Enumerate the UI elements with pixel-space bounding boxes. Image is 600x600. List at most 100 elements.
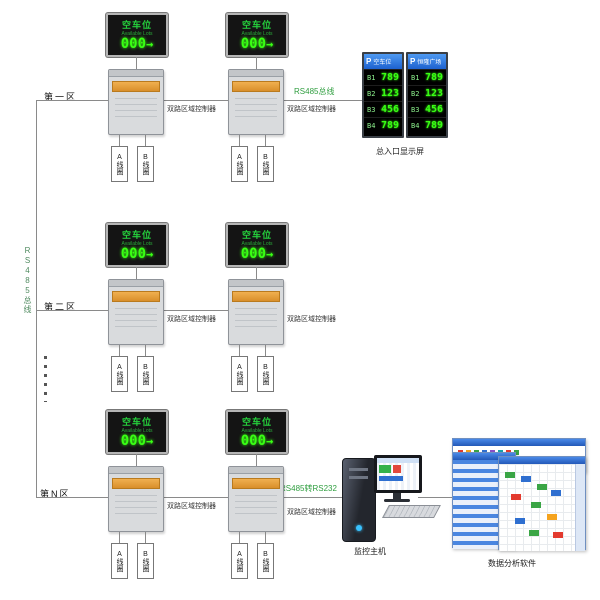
controller-band: [232, 291, 280, 302]
coil-a: A线圈: [111, 543, 128, 579]
coil-label: A线圈: [236, 363, 243, 385]
controller-cap: [109, 280, 163, 287]
sign-subtitle: Available Lots: [241, 241, 273, 247]
connector-line: [36, 310, 108, 311]
zone-controller: [108, 466, 164, 532]
connector-line: [265, 135, 266, 146]
level-label: B4: [411, 121, 420, 130]
sign-title: 空车位: [121, 417, 152, 427]
coil-b: B线圈: [257, 356, 274, 392]
led-sign: 空车位 Available Lots 000→: [106, 13, 168, 57]
coil-label: A线圈: [116, 550, 123, 572]
count-value: 123: [380, 88, 399, 99]
controller-band: [112, 478, 160, 489]
coil-label: B线圈: [142, 153, 149, 175]
count-value: 000: [240, 433, 267, 449]
coil-a: A线圈: [231, 543, 248, 579]
controller-cap: [229, 70, 283, 77]
controller-cap: [109, 70, 163, 77]
sign-subtitle: Available Lots: [241, 428, 273, 434]
rs485-bus-line: [36, 100, 37, 497]
rs485-bus-label: RS485总线: [23, 246, 32, 314]
arrow-icon: →: [146, 37, 154, 51]
sign-title: 空车位: [241, 20, 272, 30]
connector-line: [239, 532, 240, 543]
level-label: B4: [367, 121, 376, 130]
connector-line: [265, 532, 266, 543]
window-titlebar: [453, 439, 585, 446]
controller-vents: [235, 98, 277, 118]
rs485-rs232-label: RS485转RS232: [280, 484, 337, 493]
count-value: 789: [424, 72, 443, 83]
sign-count: 000→: [108, 37, 166, 52]
controller-cap: [109, 467, 163, 474]
coil-b: B线圈: [257, 543, 274, 579]
coil-a: A线圈: [231, 146, 248, 182]
connector-line: [265, 345, 266, 356]
controller-band: [232, 478, 280, 489]
connector-line: [36, 497, 108, 498]
count-value: 000: [120, 246, 147, 262]
sign-subtitle: Available Lots: [121, 241, 153, 247]
coil-label: B线圈: [262, 550, 269, 572]
window-sidebar: [575, 464, 585, 551]
arrow-icon: →: [266, 434, 274, 448]
zone-label: 第一区: [44, 92, 78, 102]
parking-icon: P: [410, 57, 416, 66]
sign-title: 空车位: [121, 20, 152, 30]
controller-vents: [115, 495, 157, 515]
coil-label: B线圈: [142, 363, 149, 385]
panel-title: 空车位: [373, 60, 392, 66]
zone-controller: [228, 466, 284, 532]
keyboard: [382, 505, 441, 518]
connector-line: [418, 497, 452, 498]
led-sign: 空车位 Available Lots 000→: [226, 223, 288, 267]
monitor-screen: [377, 458, 419, 490]
controller-vents: [235, 308, 277, 328]
count-value: 789: [380, 72, 399, 83]
panel-row: B1 789: [408, 69, 446, 85]
monitor: [374, 455, 422, 493]
connector-line: [239, 135, 240, 146]
floorplan-grid: [499, 464, 585, 551]
panel-header: P 恒隆广场: [408, 54, 446, 69]
arrow-icon: →: [146, 434, 154, 448]
led-sign: 空车位 Available Lots 000→: [106, 223, 168, 267]
arrow-icon: →: [146, 247, 154, 261]
coil-label: A线圈: [116, 363, 123, 385]
level-label: B1: [411, 73, 420, 82]
arrow-icon: →: [266, 247, 274, 261]
controller-label: 双路区域控制器: [167, 316, 216, 323]
connector-line: [284, 497, 342, 498]
level-label: B2: [411, 89, 420, 98]
led-sign: 空车位 Available Lots 000→: [106, 410, 168, 454]
sign-subtitle: Available Lots: [241, 31, 273, 37]
count-value: 456: [424, 104, 443, 115]
panel-title: 恒隆广场: [417, 60, 442, 66]
count-value: 000: [240, 36, 267, 52]
controller-vents: [115, 98, 157, 118]
coil-label: B线圈: [142, 550, 149, 572]
coil-a: A线圈: [111, 146, 128, 182]
sign-count: 000→: [108, 247, 166, 262]
coil-label: B线圈: [262, 153, 269, 175]
entrance-display-caption: 总入口显示屏: [376, 147, 424, 156]
led-sign: 空车位 Available Lots 000→: [226, 13, 288, 57]
connector-line: [145, 532, 146, 543]
controller-vents: [235, 495, 277, 515]
window-titlebar: [453, 453, 515, 460]
coil-b: B线圈: [137, 356, 154, 392]
rs485-link-label: RS485总线: [294, 87, 335, 96]
zone-controller: [228, 69, 284, 135]
controller-band: [112, 81, 160, 92]
connector-line: [284, 100, 362, 101]
sign-subtitle: Available Lots: [121, 31, 153, 37]
connector-line: [164, 497, 228, 498]
panel-header: P 空车位: [364, 54, 402, 69]
